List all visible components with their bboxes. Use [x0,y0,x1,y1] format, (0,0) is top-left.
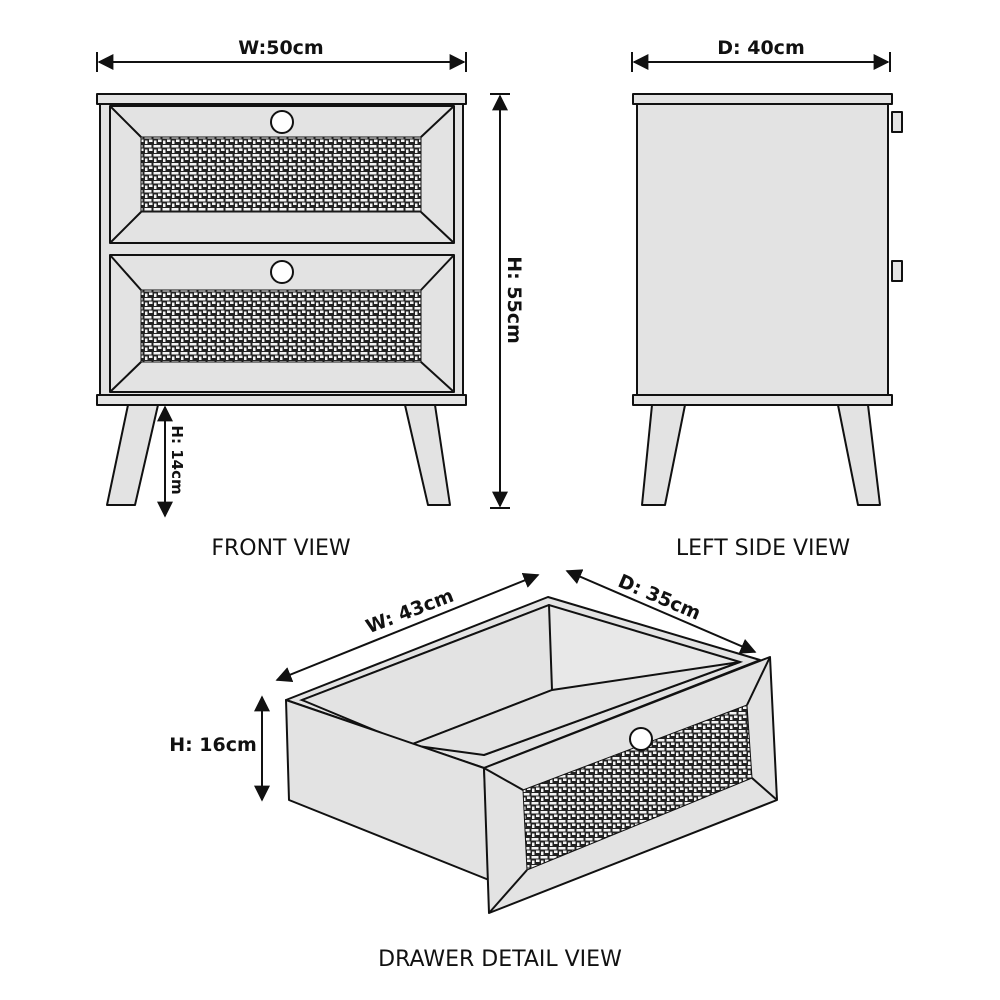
leg [641,404,686,506]
knob-icon [891,111,903,133]
front-view-title: FRONT VIEW [211,536,351,561]
drawer-bottom [109,254,455,393]
drawer-height-label: H: 16cm [169,734,257,756]
leg-height-label: H: 14cm [168,425,186,494]
knob-icon [891,260,903,282]
drawer-view-title: DRAWER DETAIL VIEW [378,947,622,972]
front-view: W:50cm H: 14cm H: 55cm FRONT VIEW [96,37,525,561]
side-depth-label: D: 40cm [717,37,805,59]
side-view-title: LEFT SIDE VIEW [676,536,851,561]
top-plank [96,93,467,105]
front-width-label: W:50cm [238,37,323,59]
bottom-plank [96,394,467,406]
drawer-detail-view: W: 43cm D: 35cm H: 16cm DRAWER DETAIL VI… [169,569,778,972]
leg [404,404,451,506]
drawer-top [109,105,455,244]
side-view: D: 40cm LEFT SIDE VIEW [631,37,903,561]
leg [837,404,881,506]
side-panel [636,103,889,396]
leg [106,404,159,506]
knob-icon [270,110,294,134]
drawer-width-label: W: 43cm [363,585,457,639]
front-height-label: H: 55cm [503,256,525,344]
knob-icon [629,727,653,751]
knob-icon [270,260,294,284]
